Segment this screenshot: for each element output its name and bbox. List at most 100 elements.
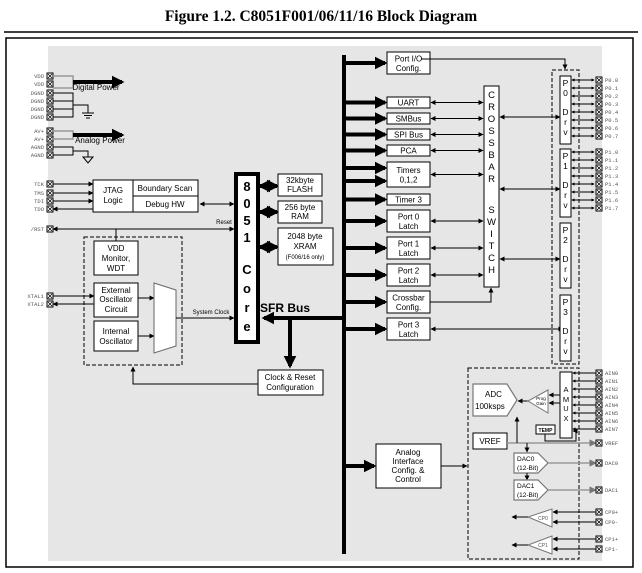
analog-ground-icon (81, 156, 95, 164)
pin-label: AIN7 (605, 426, 618, 433)
analog-power-pin: AV+ (34, 135, 54, 143)
pin-label: AIN1 (605, 378, 619, 385)
pin-label: DGND (31, 114, 45, 121)
p0-pin: P0.1 (595, 84, 619, 92)
analog-interface-block (375, 443, 442, 489)
reset-section: /RST Reset (31, 220, 235, 241)
pin-label: CP1- (605, 546, 618, 553)
ram-label-2: RAM (291, 212, 309, 221)
dac1-block (513, 479, 549, 501)
analog-out-pin: VREF (595, 439, 618, 447)
driver-letter: r (564, 336, 567, 346)
p1-pin: P1.1 (595, 156, 619, 164)
vdd-monitor-label-2: Monitor, (102, 254, 130, 263)
p0-pin: P0.3 (595, 100, 618, 108)
uart-block: UART (346, 96, 484, 109)
core-letter: r (244, 300, 249, 315)
jtag-pin: TDI (34, 197, 54, 205)
system-clock-label: System Clock (193, 310, 231, 316)
crossbar-letter: R (488, 174, 495, 185)
debug-hw-label: Debug HW (145, 200, 185, 209)
external-oscillator-block (93, 282, 139, 318)
ground-icon (82, 112, 94, 119)
driver-letter: P (563, 225, 569, 235)
power-pin: DGND (31, 105, 54, 113)
clock-reset-label-2: Configuration (266, 383, 314, 392)
driver-letter: D (562, 254, 568, 264)
smbus-block: SMBus (346, 112, 484, 125)
crossbar-letter: S (488, 205, 494, 216)
pin-label: TCK (34, 181, 45, 188)
crossbar-letter: W (487, 217, 496, 228)
boundary-scan-label: Boundary Scan (138, 184, 193, 193)
power-pin: DGND (31, 97, 54, 105)
pin-label: P1.6 (605, 197, 618, 204)
ain-pin: AIN1 (595, 377, 619, 385)
driver-letter: P (563, 78, 569, 88)
crossbar-letter: I (490, 229, 493, 240)
crossbar-letter: H (488, 265, 495, 276)
p1-pin: P1.6 (595, 196, 618, 204)
pin-label: P1.0 (605, 149, 618, 156)
vdd-monitor-block (93, 240, 139, 276)
crossbar-letter: S (488, 126, 494, 137)
crossbar-letter: A (488, 162, 495, 173)
external-osc-label-3: Circuit (105, 305, 128, 314)
block-label: Config. (396, 64, 421, 73)
ain-pin: AIN5 (595, 409, 618, 417)
block-label: Port 0 (398, 213, 420, 222)
pin-label: P1.1 (605, 157, 619, 164)
pin-label: DAC0 (605, 460, 618, 467)
core-letter: 5 (243, 213, 250, 228)
crossbar-letter: B (488, 150, 494, 161)
block-label: Port 2 (398, 267, 420, 276)
block-label: Crossbar (392, 294, 425, 303)
adc-label: ADC (485, 390, 502, 399)
crossbar-letter: C (488, 253, 495, 264)
block-label: Port 3 (398, 321, 420, 330)
pin-label: P1.3 (605, 173, 618, 180)
pin-label: TDI (34, 198, 44, 205)
ain-pin: AIN7 (595, 425, 618, 433)
p1-pin: P1.3 (595, 172, 618, 180)
p0-pin: P0.7 (595, 132, 618, 140)
pin-label: P1.7 (605, 205, 618, 212)
ain-pin: AIN6 (595, 417, 618, 425)
analog-interface-label-4: Control (395, 475, 421, 484)
driver-letter: D (562, 180, 568, 190)
block-label: Latch (399, 249, 419, 258)
analog-interface-label-2: Interface (392, 457, 424, 466)
digital-power-label: Digital Power (72, 83, 119, 92)
pin-label: CP0- (605, 519, 618, 526)
driver-letter: 0 (563, 88, 568, 98)
ain-pin: AIN2 (595, 385, 618, 393)
p1-pin: P1.5 (595, 188, 618, 196)
driver-letter: D (562, 326, 568, 336)
jtag-pin: TMS (34, 189, 54, 197)
comparator-pin: CP1+ (595, 535, 618, 543)
internal-oscillator-block (93, 320, 139, 352)
pin-label: P1.2 (605, 165, 618, 172)
driver-letter: 1 (563, 161, 568, 171)
core-letter: 1 (243, 230, 250, 245)
jtag-logic-label-2: Logic (103, 196, 122, 205)
block-label: Port 1 (398, 240, 420, 249)
driver-letter: r (564, 117, 567, 127)
pin-label: P0.4 (605, 109, 619, 116)
p0-pin: P0.6 (595, 124, 618, 132)
core-letter: C (242, 262, 252, 277)
cp0-label: CP0 (538, 516, 548, 522)
power-pin: DGND (31, 113, 54, 121)
power-pin: VDD (34, 72, 54, 80)
analog-interface-label-3: Config. & (392, 466, 426, 475)
p1-pin: P1.7 (595, 204, 618, 212)
pin-label: AIN0 (605, 370, 618, 377)
